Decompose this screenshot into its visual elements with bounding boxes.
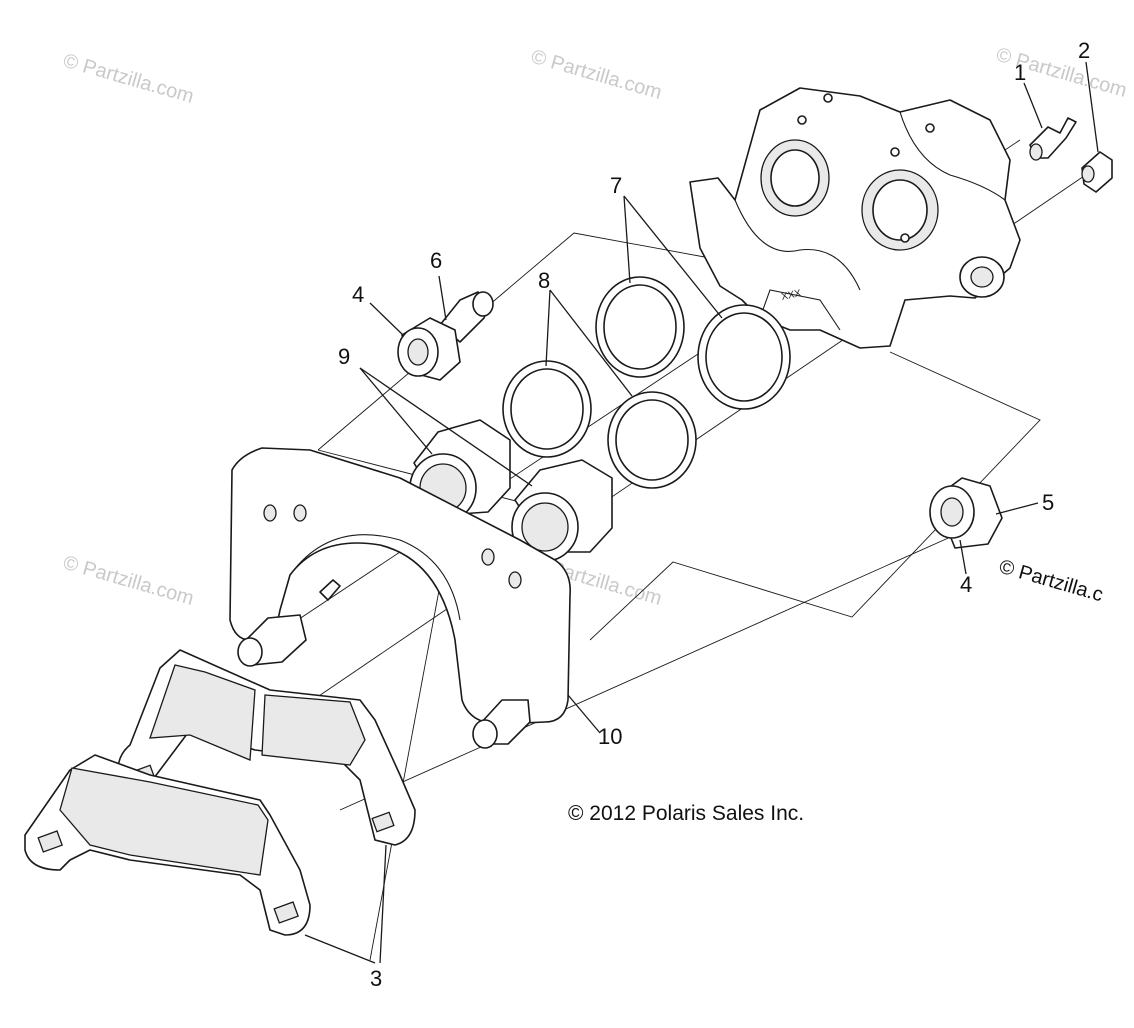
caliper-dot-4 (890, 147, 900, 157)
piston-b-bore (521, 502, 569, 552)
caliper-mount-hole (970, 266, 994, 288)
slide-bolt-head (472, 291, 494, 317)
part-boot-right (929, 477, 1003, 549)
leader-2 (1085, 61, 1099, 153)
caliper-bore-left-inner (770, 149, 820, 207)
seal-8-b-inner (615, 399, 689, 481)
caliper-dot-1 (823, 93, 833, 103)
bracket-pin-left-rear (319, 579, 341, 601)
caliper-dot-2 (797, 115, 807, 125)
bleeder-screw-tip (1029, 143, 1043, 161)
callout-7: 7 (610, 173, 622, 198)
part-piston-seals-7 (595, 276, 791, 410)
leader-3-b (304, 934, 376, 964)
caliper-marking: XXX (780, 288, 802, 303)
pad-inner-slot-right (371, 811, 395, 833)
bleeder-cap-face (1081, 165, 1095, 183)
seal-7-a-inner (603, 284, 677, 370)
callout-4-upper: 4 (352, 282, 364, 307)
part-bleeder-screw (1029, 117, 1077, 161)
part-bleeder-cap (1081, 151, 1113, 193)
callout-2: 2 (1078, 38, 1090, 63)
bracket-hole-2 (293, 504, 307, 522)
corner-watermark: © Partzilla.c (997, 556, 1106, 607)
watermark-top-center: © Partzilla.com (529, 46, 665, 104)
callout-10: 10 (598, 724, 622, 749)
pad-inner-friction-a (149, 664, 256, 761)
boot-right-hole (940, 497, 964, 527)
watermark-mid-left: © Partzilla.com (61, 552, 197, 610)
watermark-top-left: © Partzilla.com (61, 50, 197, 108)
callout-8: 8 (538, 268, 550, 293)
bracket-hole-4 (508, 571, 522, 589)
caliper-contour-2 (759, 289, 841, 331)
guide-line-right (589, 351, 1041, 641)
callout-3: 3 (370, 966, 382, 991)
caliper-contour-1 (734, 199, 861, 291)
caliper-dot-3 (925, 123, 935, 133)
pad-inner-friction-b (261, 694, 366, 766)
copyright-notice: © 2012 Polaris Sales Inc. (568, 802, 804, 825)
bracket-pin-right-tip (472, 719, 498, 749)
leader-7-a (623, 195, 631, 284)
callout-4-right: 4 (960, 572, 972, 597)
leader-10 (567, 694, 601, 734)
seal-7-b-inner (705, 312, 783, 402)
leader-lines (304, 61, 1099, 964)
leader-6 (438, 275, 447, 321)
leader-5 (995, 502, 1039, 515)
callout-9: 9 (338, 344, 350, 369)
caliper-bore-right-inner (872, 179, 928, 241)
bracket-hole-3 (481, 548, 495, 566)
caliper-contour-3 (899, 111, 1006, 201)
part-brake-pads (24, 649, 416, 936)
leader-4-upper (369, 302, 405, 337)
part-caliper-bracket (229, 447, 572, 749)
seal-8-a-inner (510, 368, 584, 450)
leader-8-a (545, 289, 551, 367)
part-dust-seals-8 (502, 360, 697, 489)
leader-4-right (959, 539, 967, 575)
leader-9-a (359, 367, 433, 455)
part-boot-upper (397, 317, 461, 381)
callouts: 1 2 3 4 4 5 6 7 8 9 10 (338, 38, 1090, 991)
leader-7-b (623, 195, 723, 319)
pad-outer-slot-left (37, 830, 63, 853)
caliper-dot-5 (900, 233, 910, 243)
axis-line-bottom (339, 534, 956, 811)
callout-5: 5 (1042, 490, 1054, 515)
boot-upper-hole (407, 338, 429, 366)
leader-3-a (379, 844, 387, 964)
pad-outer-slot-right (273, 901, 299, 924)
leader-8-b (549, 289, 633, 397)
leader-1 (1023, 82, 1043, 129)
leader-9-b (359, 367, 533, 487)
bracket-pin-left-tip (237, 637, 263, 667)
callout-6: 6 (430, 248, 442, 273)
guide-line-upper (317, 232, 711, 451)
pad-outer-friction (59, 767, 269, 876)
bracket-inner-arc (289, 534, 461, 621)
bracket-hole-1 (263, 504, 277, 522)
callout-1: 1 (1014, 60, 1026, 85)
